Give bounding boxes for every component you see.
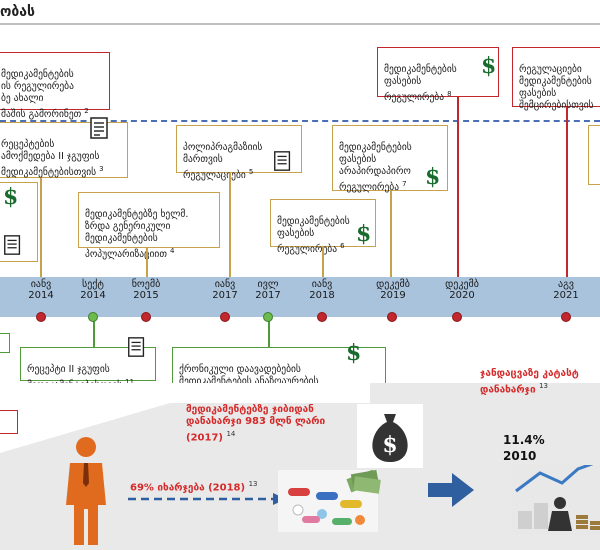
timeline-label: ნოემბ 2015 (131, 279, 161, 301)
svg-text:$: $ (382, 432, 397, 458)
event-box-indirect-price-regulation: მედიკამენტების ფასების არაპირდაპირო რეგუ… (332, 125, 448, 194)
connector-line (390, 191, 392, 277)
timeline-label: დეკემბ 2019 (376, 279, 410, 301)
timeline-label: იანვ 2014 (28, 279, 54, 301)
timeline-band (0, 277, 600, 317)
footnote-number: 11 (125, 378, 135, 386)
event-text: რეცეპტების ამოქმედება II ჯგუფის მედიკამე… (1, 139, 100, 179)
connector-line (229, 173, 231, 277)
event-text: მედიკამენტების ფასების რეგულირება (384, 64, 457, 104)
event-box-partial-green (0, 333, 10, 353)
timeline-label: სექტ 2014 (80, 279, 106, 301)
stats-panel-shape (0, 383, 370, 453)
event-box-partial-red (0, 410, 18, 434)
timeline-marker (387, 312, 397, 322)
document-icon (90, 117, 108, 139)
timeline-marker (317, 312, 327, 322)
event-box-price-reduction: რეგულაციები მედიკამენტების ფასების შემცი… (512, 47, 600, 111)
footnote-number: 7 (402, 180, 407, 188)
timeline-marker (263, 312, 273, 322)
event-text: მედიკამენტების ის რეგულირება ბე ახალი მა… (1, 69, 82, 121)
out-of-pocket-spending-text: მედიკამენტებზე ჯიბიდან დანახარჯი 983 მლნ… (186, 404, 326, 444)
event-text: მედიკამენტების ფასების რეგულირება (277, 216, 350, 256)
timeline-label: იანვ 2017 (212, 279, 238, 301)
event-box-prescriptions-group2: რეცეპტების ამოქმედება II ჯგუფის მედიკამე… (0, 122, 128, 178)
catastrophic-spending-text: ჯანდაცვაზე კატასტ დანახარჯი 13 (480, 368, 579, 396)
dollar-icon: $ (481, 53, 497, 79)
event-text: პოლიპრაგმაზიის მართვის რეგულაციები (183, 142, 263, 182)
spending-share-text: 69% იხარჯება (2018) 13 (130, 480, 258, 494)
event-text: მედიკამენტებზე ხელმ. ზრდა გენერიკული მედ… (85, 209, 189, 261)
dashed-reference-line (0, 120, 600, 122)
footnote-number: 3 (99, 165, 104, 173)
timeline-marker (220, 312, 230, 322)
connector-line (93, 317, 95, 347)
event-box-partial (588, 125, 600, 185)
arrow-right-icon (428, 473, 474, 507)
footnote-number: 8 (447, 90, 452, 98)
dollar-icon: $ (346, 340, 362, 366)
person-icon (66, 437, 106, 545)
connector-line (268, 317, 270, 347)
catastrophic-percent: 11.4% (503, 433, 545, 447)
document-icon (4, 235, 21, 255)
timeline-marker (141, 312, 151, 322)
event-text: რეგულაციები მედიკამენტების ფასების შემცი… (519, 64, 594, 111)
document-icon (128, 337, 145, 357)
timeline-marker (452, 312, 462, 322)
catastrophic-stat: 11.4% 2010 (503, 432, 545, 464)
footnote-number: 4 (169, 247, 175, 255)
timeline-marker (561, 312, 571, 322)
header-divider (0, 23, 600, 25)
timeline-label: დეკემბ 2020 (445, 279, 479, 301)
footnote-number: 2 (84, 107, 89, 115)
event-box-price-regulation-2018: მედიკამენტების ფასების რეგულირება 6 (270, 199, 376, 255)
connector-line (322, 247, 324, 277)
money-bag-icon: $ (357, 404, 423, 468)
page-title: ობას (0, 4, 35, 20)
event-box-generic-popularization: მედიკამენტებზე ხელმ. ზრდა გენერიკული მედ… (78, 192, 220, 260)
timeline-marker (88, 312, 98, 322)
timeline-label: ივლ 2017 (255, 279, 281, 301)
catastrophic-year: 2010 (503, 449, 537, 463)
dollar-icon: $ (356, 221, 372, 247)
header: ობას (0, 0, 600, 26)
footnote-number: 6 (340, 242, 345, 250)
event-box-price-regulation-left: მედიკამენტების ის რეგულირება ბე ახალი მა… (0, 52, 110, 120)
connector-line (146, 248, 148, 277)
timeline-marker (36, 312, 46, 322)
dollar-icon: $ (425, 164, 441, 190)
timeline-label: იანვ 2018 (309, 279, 335, 301)
timeline-label: აგვ 2021 (553, 279, 579, 301)
event-box-price-regulation: მედიკამენტების ფასების რეგულირება 8 (377, 47, 499, 103)
footnote-number: 5 (248, 168, 254, 176)
dashed-arrow (128, 493, 286, 505)
connector-line (457, 97, 459, 277)
connector-line (40, 178, 42, 277)
document-icon (274, 151, 291, 171)
event-text: მედიკამენტების ფასების არაპირდაპირო რეგუ… (339, 142, 412, 194)
banknotes-icon (350, 469, 381, 494)
dollar-icon: $ (3, 184, 19, 210)
poverty-coins-image (512, 465, 600, 535)
connector-line (566, 107, 568, 317)
